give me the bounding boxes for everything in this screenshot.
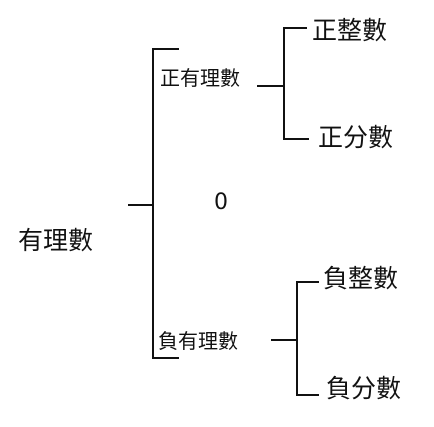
negative-rational-label: 負有理數 [158,329,238,353]
negative-integer-label: 負整數 [323,264,399,293]
negative-fraction-label: 負分數 [326,374,402,403]
positive-fraction-label: 正分數 [318,123,394,152]
positive-integer-label: 正整數 [312,16,388,45]
zero-label: 0 [214,190,228,215]
positive-rational-label: 正有理數 [160,66,240,90]
root-label: 有理數 [18,226,94,255]
